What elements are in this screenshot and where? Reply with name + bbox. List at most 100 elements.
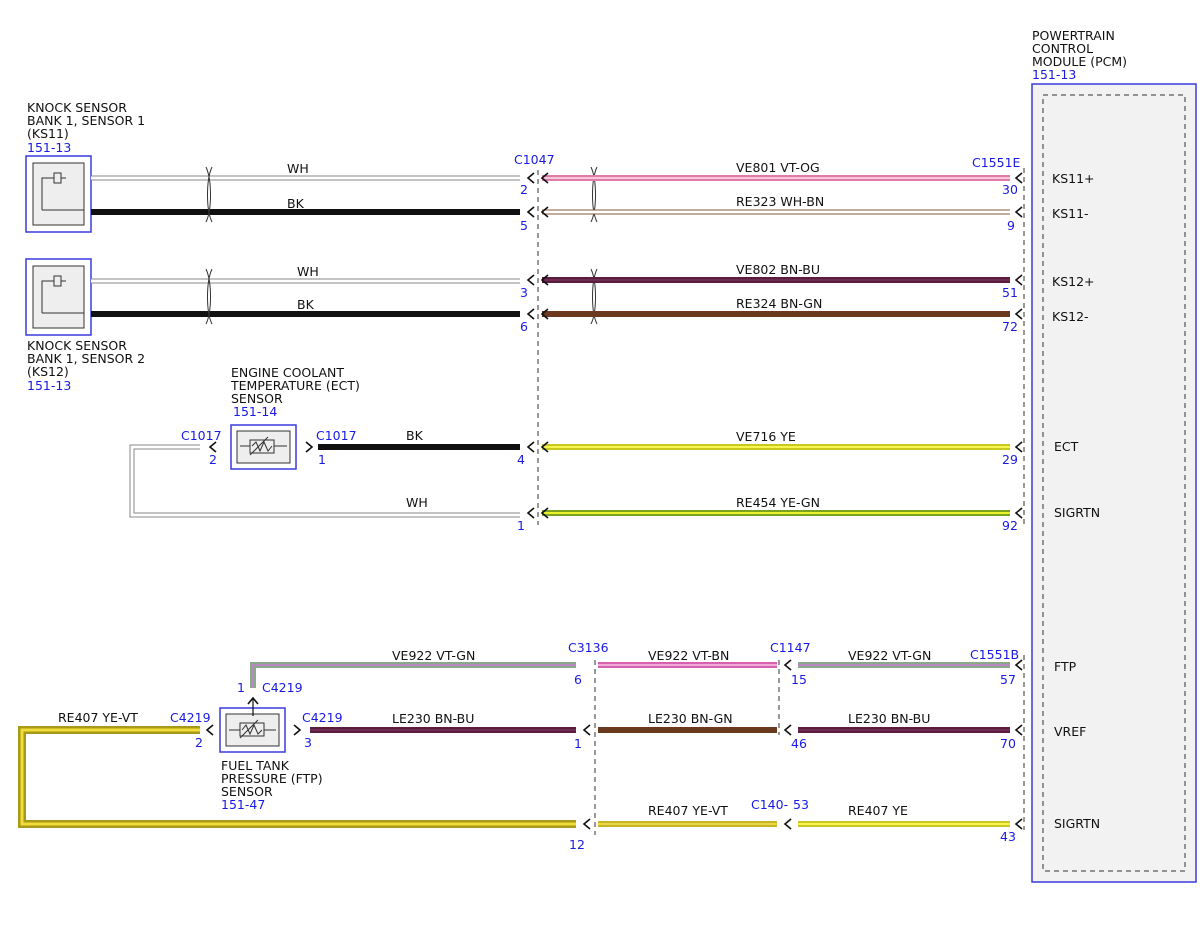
ve922-vt-gn-wire-1[interactable] <box>250 662 576 688</box>
ks12-wh-label: WH <box>297 264 319 279</box>
ect-sensor-box[interactable] <box>230 424 297 470</box>
c1147-connector-label[interactable]: C1147 <box>770 640 811 655</box>
ks11-sensor-box[interactable] <box>25 155 92 233</box>
sigrtn2-row-seg3-label: RE407 YE <box>848 803 908 818</box>
chevron-left-icon <box>582 724 591 736</box>
ftp-name-line-2: PRESSURE (FTP) <box>221 771 323 786</box>
ks11-name-line-1: KNOCK SENSOR <box>27 100 127 115</box>
ftp-right-connector-label[interactable]: C4219 <box>302 710 343 725</box>
pcm-module[interactable] <box>1031 83 1197 883</box>
sigrtn2-row-seg2-label: RE407 YE-VT <box>648 803 728 818</box>
ks12-name-line-1: KNOCK SENSOR <box>27 338 127 353</box>
ect-right-connector-label[interactable]: C1017 <box>316 428 357 443</box>
chevron-left-icon <box>1014 206 1023 218</box>
re407-ye-vt-wire-1[interactable] <box>18 726 576 828</box>
chevron-left-icon <box>540 172 549 184</box>
chevron-left-icon <box>1014 659 1023 671</box>
c1047-pin-2: 2 <box>520 182 528 197</box>
ftp-top-pin: 1 <box>237 680 245 695</box>
twist-symbol-ks12-right <box>590 268 598 325</box>
ks11-name-line-3: (KS11) <box>27 126 69 141</box>
chevron-left-icon <box>582 818 591 830</box>
c1551e-connector-label[interactable]: C1551E <box>972 155 1021 170</box>
ks12-knock-icon <box>41 275 84 314</box>
c1551e-pin-92: 92 <box>1002 518 1018 533</box>
pcm-name-line-3: MODULE (PCM) <box>1032 54 1127 69</box>
c140-pin-53: 53 <box>793 797 809 812</box>
c1147-pin-15: 15 <box>791 672 807 687</box>
c1551b-pin-43: 43 <box>1000 829 1016 844</box>
chevron-left-icon <box>1014 308 1023 320</box>
c140-connector-label[interactable]: C140- <box>751 797 788 812</box>
ks12-sensor-box[interactable] <box>25 258 92 336</box>
chevron-left-icon <box>1014 274 1023 286</box>
chevron-left-icon <box>783 818 792 830</box>
pcm-pin-ks12-minus: KS12- <box>1052 309 1089 324</box>
ect-bk-label: BK <box>406 428 424 443</box>
pcm-name-line-2: CONTROL <box>1032 41 1093 56</box>
c3136-pin-12: 12 <box>569 837 585 852</box>
pcm-pin-ks12-plus: KS12+ <box>1052 274 1095 289</box>
chevron-left-icon <box>1014 172 1023 184</box>
c1047-connector-label[interactable]: C1047 <box>514 152 555 167</box>
ks12-ref-link[interactable]: 151-13 <box>27 378 71 393</box>
vref-row-seg3-label: LE230 BN-BU <box>848 711 930 726</box>
ftp-row-seg2-label: VE922 VT-BN <box>648 648 729 663</box>
ect-wh-return-wire[interactable] <box>129 444 520 518</box>
ftp-name-line-1: FUEL TANK <box>221 758 290 773</box>
ftp-name-line-3: SENSOR <box>221 784 273 799</box>
twist-symbol-ks11-left <box>205 166 213 223</box>
c1551b-connector-label[interactable]: C1551B <box>970 647 1019 662</box>
ks11-name-line-2: BANK 1, SENSOR 1 <box>27 113 145 128</box>
ftp-right-pin: 3 <box>304 735 312 750</box>
c1047-pin-5: 5 <box>520 218 528 233</box>
c1551b-pin-57: 57 <box>1000 672 1016 687</box>
ks12-name-line-2: BANK 1, SENSOR 2 <box>27 351 145 366</box>
ftp-top-connector-label[interactable]: C4219 <box>262 680 303 695</box>
vref-row-seg1-label: LE230 BN-BU <box>392 711 474 726</box>
c1047-pin-3: 3 <box>520 285 528 300</box>
c1147-pin-46: 46 <box>791 736 807 751</box>
pcm-pin-vref: VREF <box>1054 724 1086 739</box>
chevron-left-icon <box>1014 507 1023 519</box>
ftp-ref-link[interactable]: 151-47 <box>221 797 265 812</box>
pcm-pin-ect: ECT <box>1054 439 1079 454</box>
circuit-re454-label: RE454 YE-GN <box>736 495 820 510</box>
pcm-pin-ks11-plus: KS11+ <box>1052 171 1095 186</box>
chevron-left-icon <box>540 507 549 519</box>
c3136-connector-label[interactable]: C3136 <box>568 640 609 655</box>
c1551b-pin-70: 70 <box>1000 736 1016 751</box>
chevron-left-icon <box>540 274 549 286</box>
ftp-row-seg3-label: VE922 VT-GN <box>848 648 931 663</box>
pcm-ref-link[interactable]: 151-13 <box>1032 67 1076 82</box>
chevron-left-icon <box>783 659 792 671</box>
circuit-re324-label: RE324 BN-GN <box>736 296 822 311</box>
pcm-pin-ftp: FTP <box>1054 659 1077 674</box>
c1551e-pin-30: 30 <box>1002 182 1018 197</box>
ftp-left-pin: 2 <box>195 735 203 750</box>
ks11-ref-link[interactable]: 151-13 <box>27 140 71 155</box>
chevron-right-icon <box>293 724 302 736</box>
ect-left-connector-label[interactable]: C1017 <box>181 428 222 443</box>
chevron-left-icon <box>540 308 549 320</box>
ect-ref-link[interactable]: 151-14 <box>233 404 277 419</box>
chevron-left-icon <box>205 724 214 736</box>
ect-wh-label: WH <box>406 495 428 510</box>
chevron-left-icon <box>526 274 535 286</box>
ect-right-pin: 1 <box>318 452 326 467</box>
pressure-sensor-icon <box>229 719 276 739</box>
c1551e-pin-51: 51 <box>1002 285 1018 300</box>
ect-name-line-2: TEMPERATURE (ECT) <box>230 378 360 393</box>
chevron-right-icon <box>305 441 314 453</box>
c1551e-pin-9: 9 <box>1007 218 1015 233</box>
ftp-left-wire-label: RE407 YE-VT <box>58 710 138 725</box>
chevron-left-icon <box>783 724 792 736</box>
twist-symbol-ks12-left <box>205 268 213 325</box>
chevron-left-icon <box>540 206 549 218</box>
pcm-name-line-1: POWERTRAIN <box>1032 28 1115 43</box>
c3136-pin-6: 6 <box>574 672 582 687</box>
ftp-left-connector-label[interactable]: C4219 <box>170 710 211 725</box>
ect-name-line-1: ENGINE COOLANT <box>231 365 344 380</box>
c1551e-pin-72: 72 <box>1002 319 1018 334</box>
